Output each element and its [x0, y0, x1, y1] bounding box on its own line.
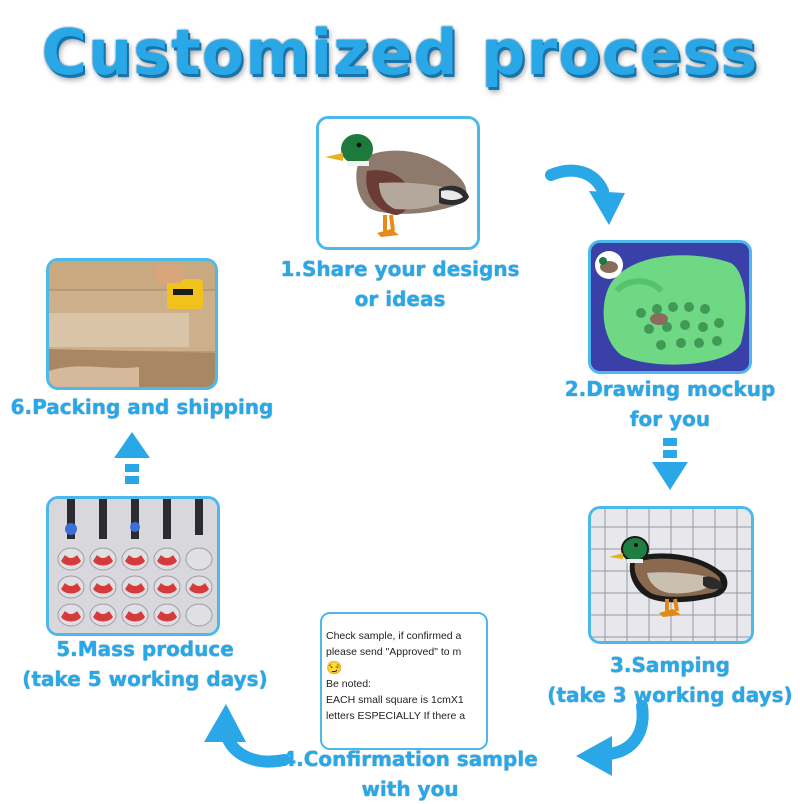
- message-line: EACH small square is 1cmX1: [326, 694, 464, 706]
- message-line: letters ESPECIALLY If there a: [326, 710, 466, 722]
- message-line: Check sample, if confirmed a: [326, 630, 462, 642]
- step6-label: 6.Packing and shipping: [10, 395, 274, 419]
- step2-label: 2.Drawing mockup for you: [564, 377, 776, 431]
- message-line: please send "Approved" to m: [326, 646, 462, 658]
- step3-label: 3.Samping (take 3 working days): [547, 653, 793, 707]
- production-photo: [49, 499, 217, 633]
- step2-image: [588, 240, 752, 374]
- step4-label: 4.Confirmation sample with you: [282, 747, 538, 801]
- duck-illustration: [319, 119, 477, 247]
- step1-label: 1.Share your designs or ideas: [280, 257, 520, 311]
- clog-mockup: [591, 243, 749, 371]
- step5-image: [46, 496, 220, 636]
- step1-image: [316, 116, 480, 250]
- arrow-up-icon: [114, 432, 150, 484]
- confirmation-message: Check sample, if confirmed a please send…: [320, 612, 488, 750]
- packing-photo: [49, 261, 215, 387]
- sample-photo: [591, 509, 751, 641]
- page-title: Customized process: [41, 16, 759, 89]
- curved-arrow-icon: [204, 704, 290, 768]
- message-line: Be noted:: [326, 678, 371, 690]
- step3-image: [588, 506, 754, 644]
- step6-image: [46, 258, 218, 390]
- curved-arrow-icon: [576, 700, 649, 776]
- smirk-emoji-icon: 😏: [326, 660, 343, 675]
- curved-arrow-icon: [545, 164, 625, 225]
- step5-label: 5.Mass produce (take 5 working days): [22, 637, 268, 691]
- arrow-down-icon: [652, 438, 688, 490]
